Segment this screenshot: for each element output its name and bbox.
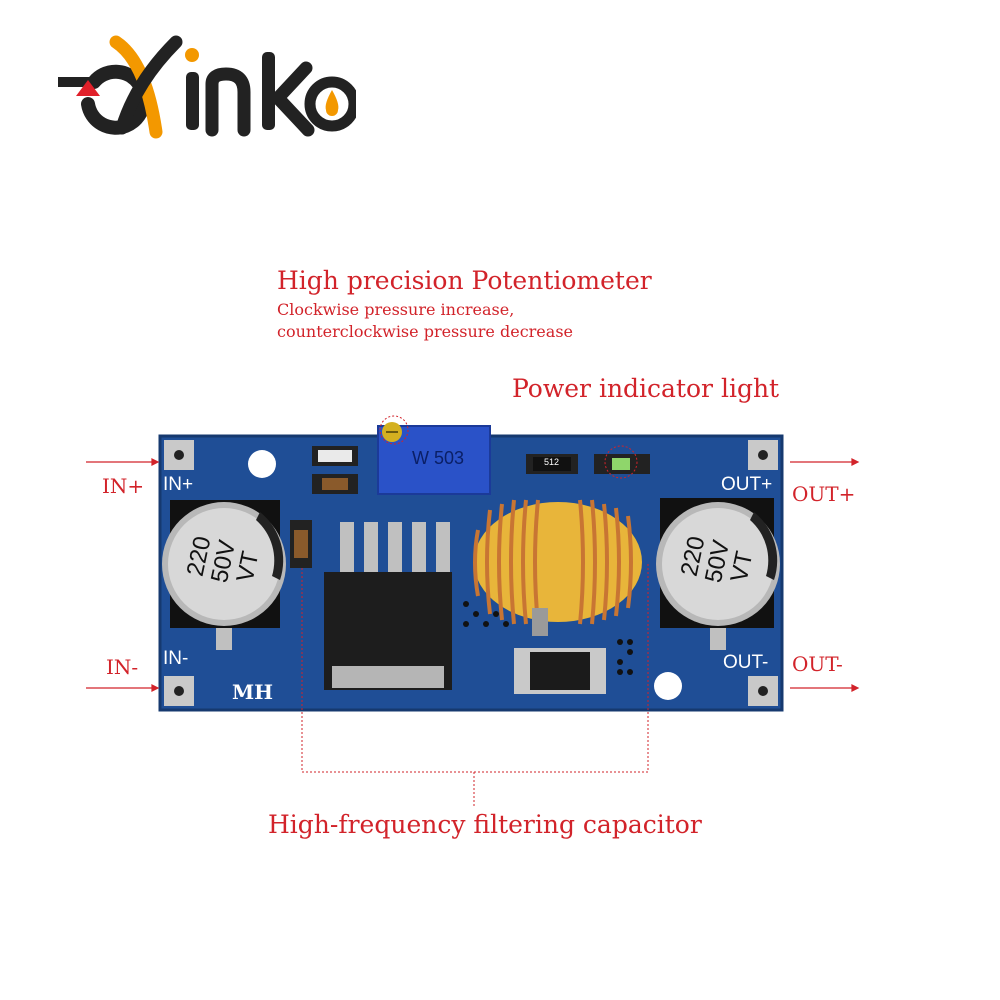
potentiometer-line-2: counterclockwise pressure decrease: [277, 322, 573, 341]
in-plus-label: IN+: [102, 474, 145, 498]
mounting-hole-bottom: [654, 672, 682, 700]
out-plus-label: OUT+: [792, 482, 856, 506]
mounting-hole-top: [248, 450, 276, 478]
resistor-code: 512: [544, 457, 560, 467]
silk-out-minus: OUT-: [723, 652, 769, 673]
filter-cap-bracket: [301, 562, 649, 806]
silk-in-minus: IN-: [163, 648, 189, 669]
pot-marking: W 503: [412, 448, 465, 468]
filter-cap-label: High-frequency filtering capacitor: [268, 810, 702, 839]
brand-logo: [36, 22, 360, 142]
in-minus-label: IN-: [106, 655, 139, 679]
power-light-label: Power indicator light: [512, 374, 780, 403]
toroid-inductor: [474, 502, 642, 622]
potentiometer-line-1: Clockwise pressure increase,: [277, 300, 515, 319]
silk-mh: MH: [232, 680, 274, 704]
out-minus-label: OUT-: [792, 652, 843, 676]
silk-in-plus: IN+: [163, 474, 194, 495]
silk-out-plus: OUT+: [721, 474, 773, 495]
potentiometer-title: High precision Potentiometer: [277, 266, 652, 295]
exinko-logo-icon: [58, 35, 360, 139]
